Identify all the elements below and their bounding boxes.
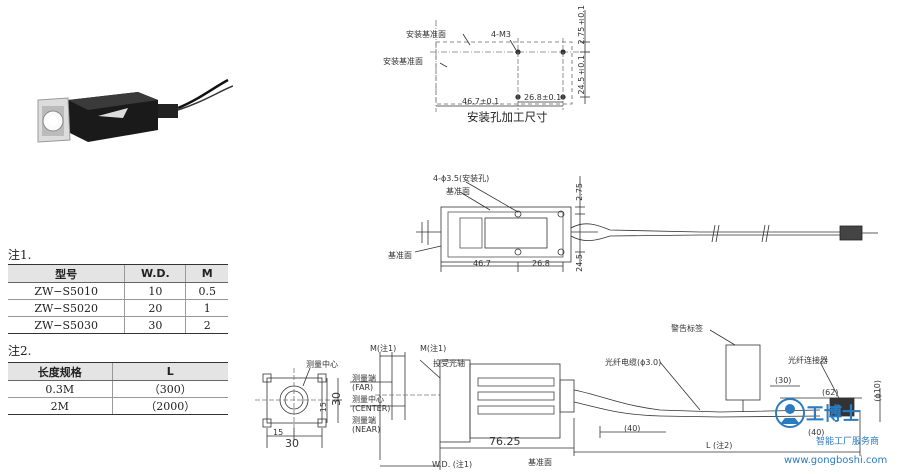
mount-caption: 安装孔加工尺寸	[467, 110, 548, 124]
table-row: 0.3M （300）	[8, 380, 228, 398]
watermark-url: www.gongboshi.com	[784, 455, 888, 466]
front-dim-15-v: 15	[319, 402, 328, 413]
warning-label: 警告标签	[671, 324, 703, 333]
cell-wd: 20	[124, 299, 186, 317]
col-header-m: M	[185, 264, 228, 283]
body-length-dim: 76.25	[489, 435, 521, 448]
side-dim-top: 2.75	[575, 183, 584, 201]
length-spec-table: 长度规格 L 0.3M （300） 2M （2000）	[8, 362, 228, 415]
table-row: ZW−S5030 30 2	[8, 316, 228, 334]
cell-l: （2000）	[111, 397, 228, 415]
front-dim-15-h: 15	[273, 428, 284, 437]
mount-dim-width: 46.7±0.1	[462, 97, 500, 106]
wd-label: W.D. (注1)	[432, 460, 473, 469]
m-note-2: M(注1)	[420, 344, 447, 353]
center-label: 测量中心 (CENTER)	[352, 395, 391, 413]
near-label: 测量端 (NEAR)	[352, 416, 381, 434]
table-row: ZW−S5020 20 1	[8, 299, 228, 317]
connector-label: 光纤连接器	[788, 356, 828, 365]
side-ref-top: 基准面	[446, 187, 470, 196]
mount-dim-height: 24.5±0.1	[577, 55, 586, 95]
dim-phi10-paren: (ϕ10)	[873, 380, 882, 402]
cell-length: 2M	[8, 397, 113, 415]
note1-label: 注1.	[8, 248, 32, 262]
dim-62-paren: (62)	[822, 388, 839, 397]
note2-label: 注2.	[8, 344, 32, 358]
mount-dim-top: 2.75±0.1	[577, 5, 586, 45]
side-dim-pitch: 26.8	[532, 259, 550, 268]
far-label: 测量端 (FAR)	[352, 374, 376, 392]
watermark-brand: 智能工厂服务商	[816, 437, 880, 447]
m-note-1: M(注1)	[370, 344, 397, 353]
side-ref-left: 基准面	[388, 251, 412, 260]
col-header-length: 长度规格	[8, 362, 113, 381]
base-plane-label: 基准面	[528, 458, 552, 467]
col-header-model: 型号	[8, 264, 125, 283]
optical-axis-label: 投受光轴	[433, 359, 465, 368]
mount-dim-pitch: 26.8±0.1	[524, 93, 562, 102]
col-header-wd: W.D.	[124, 264, 186, 283]
model-spec-table: 型号 W.D. M ZW−S5010 10 0.5 ZW−S5020 20 1 …	[8, 264, 228, 334]
table-row: 2M （2000）	[8, 397, 228, 415]
side-hole-label: 4-ϕ3.5(安装孔)	[433, 174, 490, 183]
l-note-label: L (注2)	[706, 441, 733, 450]
svg-text:工博士: 工博士	[806, 403, 860, 425]
cell-wd: 10	[124, 282, 186, 300]
cell-m: 1	[185, 299, 228, 317]
cell-wd: 30	[124, 316, 186, 334]
front-measure-center: 测量中心	[306, 360, 338, 369]
dim-30-paren: (30)	[775, 376, 792, 385]
dim-40-paren-a: (40)	[624, 424, 641, 433]
watermark-logo-graphic: 工博士	[775, 398, 860, 428]
table-row: ZW−S5010 10 0.5	[8, 282, 228, 300]
cable-label: 光纤电缆(ϕ3.0)	[605, 358, 662, 367]
mount-screw-label: 4-M3	[491, 30, 511, 39]
cell-model: ZW−S5010	[8, 282, 125, 300]
mount-ref-surface-2: 安装基准面	[383, 57, 423, 66]
side-dim-height: 24.5	[575, 254, 584, 272]
cell-l: （300）	[111, 380, 228, 398]
dim-40-paren-b: (40)	[808, 428, 825, 437]
cell-model: ZW−S5020	[8, 299, 125, 317]
sensor-product-photo	[28, 70, 234, 160]
cell-m: 0.5	[185, 282, 228, 300]
cell-model: ZW−S5030	[8, 316, 125, 334]
col-header-l: L	[111, 362, 228, 381]
front-dim-30-v: 30	[330, 392, 343, 406]
side-dim-width: 46.7	[473, 259, 491, 268]
cell-length: 0.3M	[8, 380, 113, 398]
mount-ref-surface-1: 安装基准面	[406, 30, 446, 39]
cell-m: 2	[185, 316, 228, 334]
front-dim-30-h: 30	[285, 437, 299, 450]
